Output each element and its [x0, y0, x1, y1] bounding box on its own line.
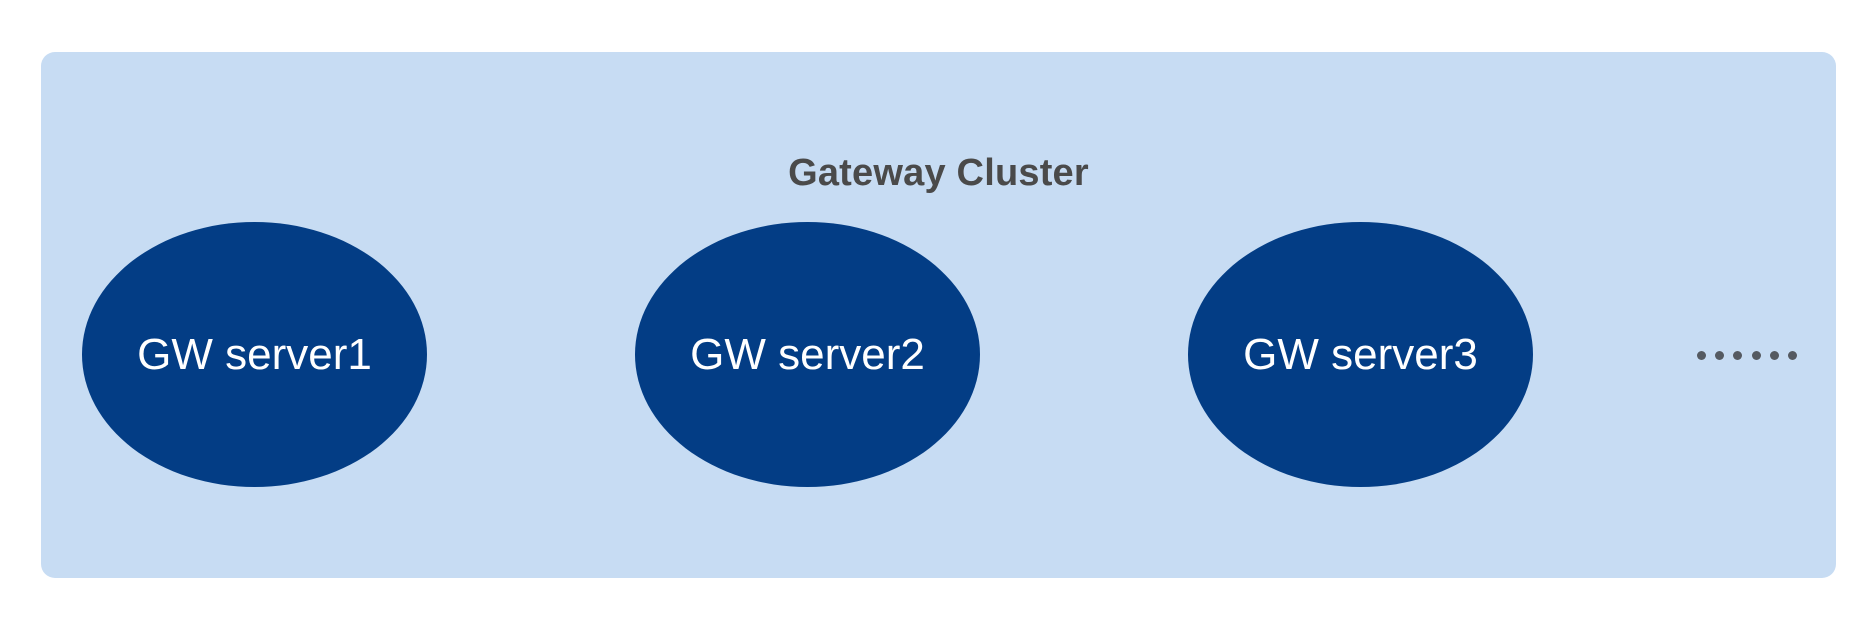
gateway-node-2-label: GW server2	[690, 329, 925, 379]
ellipsis-dot	[1769, 350, 1779, 360]
gateway-node-row: GW server1 GW server2 GW server3	[41, 52, 1836, 578]
gateway-node-2[interactable]: GW server2	[635, 222, 980, 487]
gateway-node-1-label: GW server1	[137, 329, 372, 379]
gateway-node-1[interactable]: GW server1	[82, 222, 427, 487]
gateway-node-3[interactable]: GW server3	[1188, 222, 1533, 487]
more-servers-ellipsis-icon	[1697, 345, 1797, 365]
ellipsis-dot	[1715, 350, 1725, 360]
ellipsis-dot	[1751, 350, 1761, 360]
ellipsis-dot	[1733, 350, 1743, 360]
cluster-title: Gateway Cluster	[788, 152, 1089, 194]
ellipsis-dot	[1697, 350, 1706, 360]
gateway-cluster-panel: Gateway Cluster GW server1 GW server2 GW…	[41, 52, 1836, 578]
ellipsis-dot	[1787, 350, 1797, 360]
gateway-node-3-label: GW server3	[1243, 329, 1478, 379]
